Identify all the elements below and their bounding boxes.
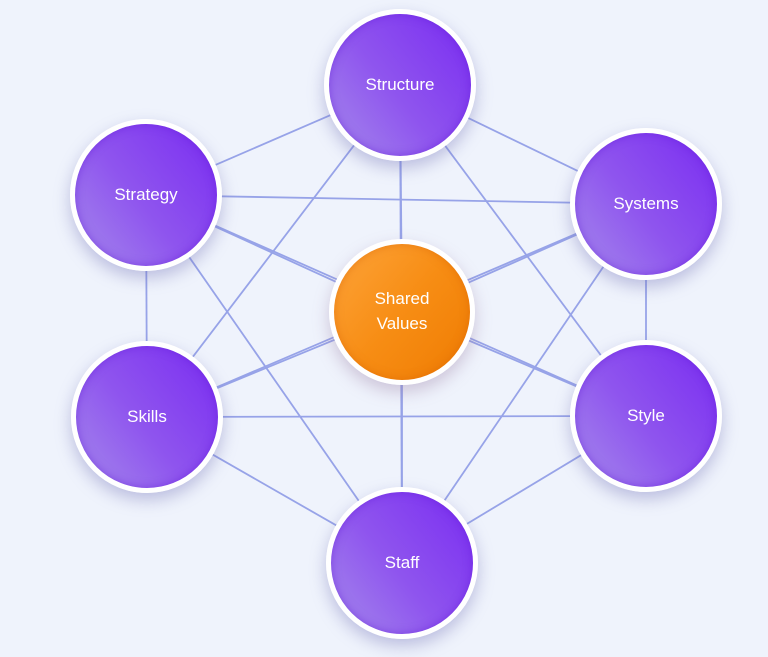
node-style-label: Style [627, 405, 665, 425]
node-systems-label: Systems [613, 193, 679, 213]
node-strategy[interactable]: Strategy [70, 119, 222, 271]
node-strategy-label: Strategy [114, 184, 178, 204]
node-systems[interactable]: Systems [570, 128, 722, 280]
node-structure[interactable]: Structure [324, 9, 476, 161]
connector-line-style-skills [146, 415, 647, 418]
connector-line-systems-strategy [145, 194, 647, 205]
node-skills[interactable]: Skills [71, 341, 223, 493]
node-style[interactable]: Style [570, 340, 722, 492]
node-skills-label: Skills [127, 406, 167, 426]
node-staff-label: Staff [384, 552, 420, 572]
node-shared-values-label: Shared Values [374, 289, 430, 333]
node-structure-label: Structure [365, 74, 435, 94]
node-staff[interactable]: Staff [326, 487, 478, 639]
node-shared-values[interactable]: Shared Values [329, 239, 475, 385]
